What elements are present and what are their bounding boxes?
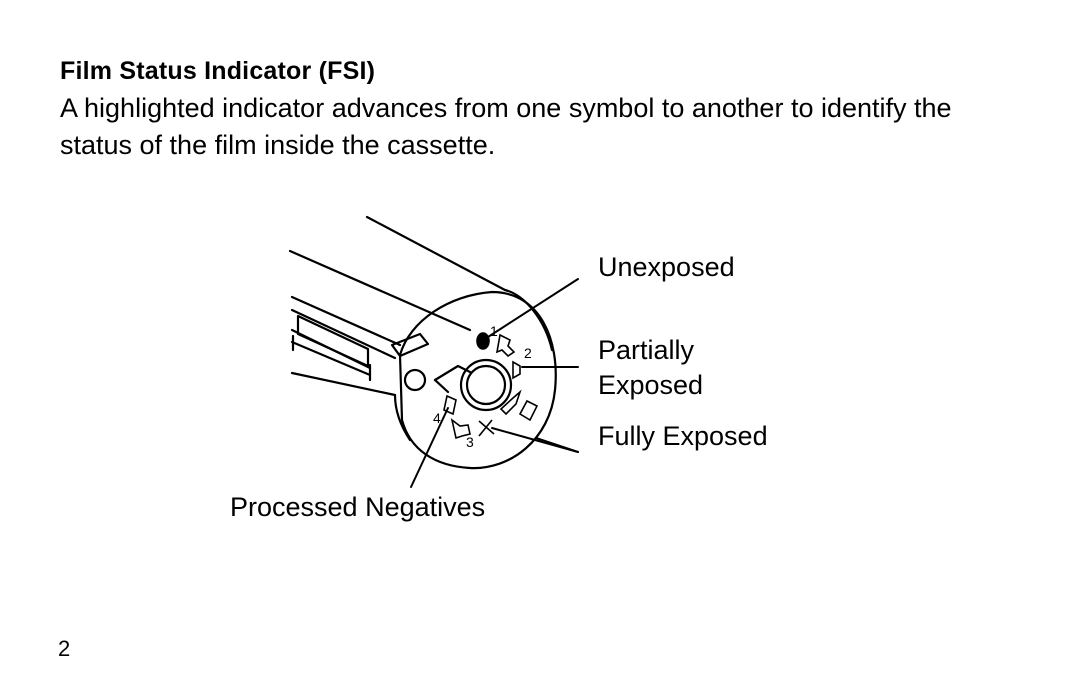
leader-fully-exposed-2 (535, 437, 579, 453)
film-slot (296, 314, 370, 368)
unexposed-symbol (476, 332, 490, 350)
label-fully-exposed: Fully Exposed (598, 421, 768, 451)
arrow-2-icon (499, 389, 522, 416)
leader-processed-negatives (410, 407, 449, 488)
cassette-outline (365, 215, 507, 292)
arrow-1-icon (495, 333, 516, 358)
symbol-number-2: 2 (524, 345, 532, 361)
spool-inner (465, 364, 507, 406)
fully-exposed-x-icon (478, 419, 495, 437)
leader-unexposed (487, 278, 579, 338)
cassette-hole (403, 368, 427, 392)
cassette-end-cap (398, 290, 557, 470)
symbol-number-1: 1 (490, 323, 498, 339)
label-unexposed: Unexposed (598, 252, 735, 282)
partially-exposed-symbol (512, 360, 521, 380)
label-processed-negatives: Processed Negatives (230, 492, 486, 522)
page-number: 2 (58, 636, 71, 661)
spool-outer (459, 358, 513, 412)
label-partially-exposed: Partially Exposed (598, 335, 704, 400)
section-heading: Film Status Indicator (FSI) (60, 57, 376, 85)
symbol-number-3: 3 (466, 434, 474, 450)
fully-exposed-symbol (518, 399, 539, 422)
symbol-number-4: 4 (433, 410, 441, 426)
section-paragraph: A highlighted indicator advances from on… (60, 93, 952, 160)
arrow-3-icon (450, 418, 471, 440)
processed-negatives-symbol (443, 394, 457, 416)
